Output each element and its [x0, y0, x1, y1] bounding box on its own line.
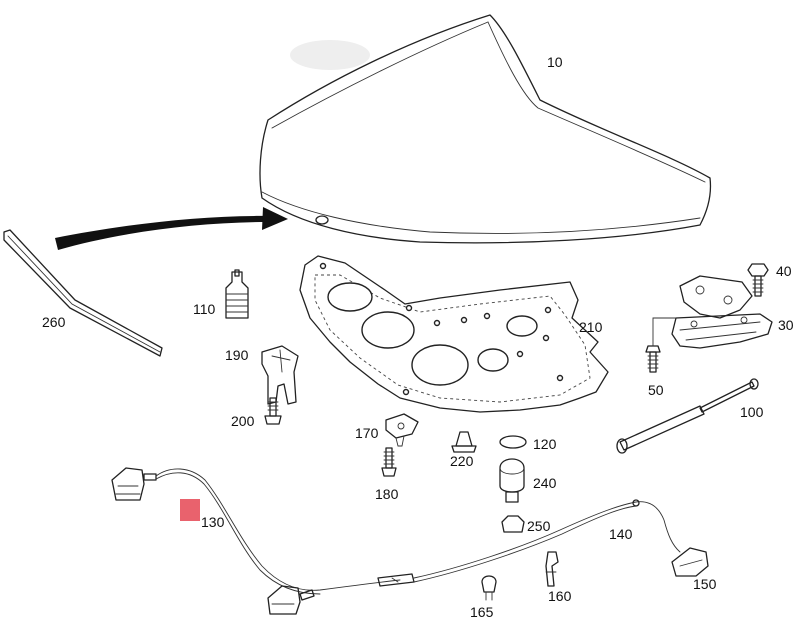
- label-hood: 10: [547, 54, 563, 70]
- rubber-stop-part: [499, 458, 525, 503]
- label-cable-clip: 160: [548, 588, 572, 604]
- hood-panel: [259, 14, 712, 244]
- label-bolt-40: 40: [776, 263, 792, 279]
- label-bumper-spring: 110: [193, 301, 216, 317]
- label-gas-strut: 100: [740, 404, 764, 420]
- label-screw-180: 180: [375, 486, 399, 502]
- release-handle-part: [671, 547, 709, 577]
- hood-hinge-part: [671, 275, 773, 349]
- label-nut-250: 250: [527, 518, 551, 534]
- screw-200-part: [264, 397, 282, 425]
- release-lever-bottom-part: [267, 585, 315, 615]
- screw-180-part: [381, 447, 397, 477]
- label-hinge: 30: [778, 317, 794, 333]
- highlight-marker: [180, 499, 200, 521]
- clip-165-part: [481, 575, 497, 601]
- bolt-50-part: [645, 345, 661, 373]
- pointer-arrow: [55, 207, 288, 250]
- label-safety-catch: 190: [225, 347, 249, 363]
- release-cable-line: [155, 468, 401, 591]
- label-release-handle: 150: [693, 576, 717, 592]
- cable-front-line: [413, 501, 681, 579]
- label-rubber-stop: 240: [533, 475, 557, 491]
- label-bolt-50: 50: [648, 382, 664, 398]
- insulation-mat-part: [299, 255, 609, 413]
- bolt-40-part: [747, 263, 769, 297]
- cable-clip-part: [545, 551, 559, 587]
- cable-front-fitting: [632, 499, 640, 507]
- nut-250-part: [501, 515, 525, 533]
- label-clip-165: 165: [470, 604, 494, 620]
- clip-220-part: [451, 431, 477, 453]
- label-clip-220: 220: [450, 453, 474, 469]
- catch-hook-part: [385, 413, 419, 447]
- scan-shadow: [290, 40, 370, 70]
- label-seal-strip: 260: [42, 314, 66, 330]
- bumper-spring-part: [225, 269, 249, 319]
- label-release-cable: 130: [201, 514, 225, 530]
- seal-strip-part: [3, 229, 163, 357]
- release-cable-line-2: [155, 472, 321, 595]
- cable-front-line-2: [413, 505, 637, 583]
- gas-strut-part: [616, 378, 759, 454]
- label-insulation-mat: 210: [579, 319, 603, 335]
- grommet-part: [499, 435, 527, 449]
- label-grommet: 120: [533, 436, 557, 452]
- release-lever-top-part: [111, 467, 157, 501]
- safety-catch-part: [261, 345, 299, 405]
- label-screw-200: 200: [231, 413, 255, 429]
- bolt-50-leader: [652, 317, 677, 347]
- label-catch-hook: 170: [355, 425, 379, 441]
- label-cable-front: 140: [609, 526, 633, 542]
